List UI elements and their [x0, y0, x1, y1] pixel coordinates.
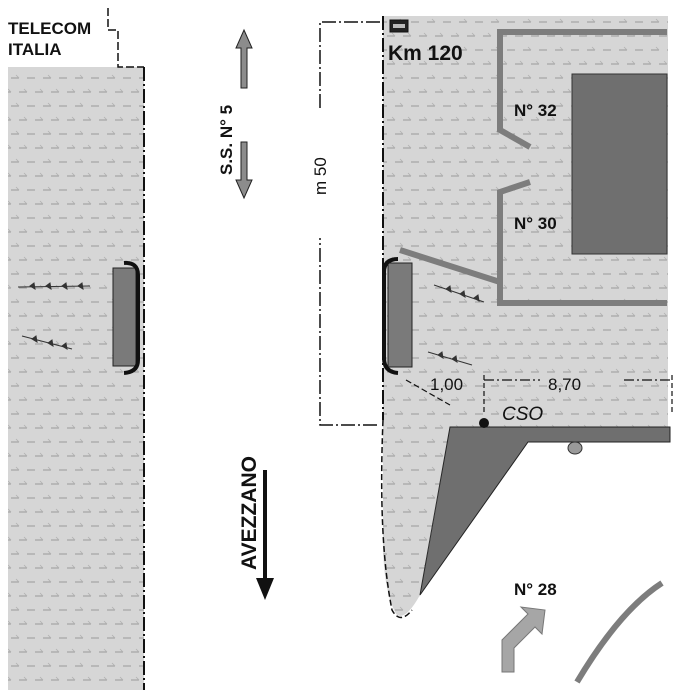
left-bench-bracket [123, 260, 140, 375]
left-boundary-line [107, 8, 144, 68]
left-ticks [17, 282, 91, 350]
company-label-line2: ITALIA [8, 40, 62, 59]
width-dimensions: 1,00 8,70 [405, 375, 673, 412]
km-label: Km 120 [388, 42, 463, 65]
right-curb-curve [380, 419, 413, 619]
distance-label: m 50 [311, 157, 330, 195]
house-28-boundary [574, 580, 664, 684]
manhole-cover [567, 441, 583, 455]
right-bench [387, 262, 413, 368]
road-label: S.S. N° 5 [217, 105, 236, 175]
access-arrow-icon [501, 606, 546, 673]
road-indicator: S.S. N° 5 [217, 28, 253, 200]
house-28-area: N° 28 [501, 580, 664, 684]
right-bench-bracket [382, 257, 399, 375]
cso-point-icon [479, 418, 489, 428]
left-sidewalk: TELECOM ITALIA [8, 8, 145, 690]
cso-label: CSO [502, 404, 543, 425]
property-boundaries [399, 29, 667, 306]
dimension-left-label: 1,00 [430, 375, 463, 394]
direction-arrow-icon [256, 578, 274, 600]
left-bench [112, 267, 137, 367]
direction-indicator: AVEZZANO [238, 456, 274, 600]
house-number-30: N° 30 [514, 214, 557, 233]
dimension-right-label: 8,70 [548, 375, 581, 394]
building-main [571, 73, 668, 255]
right-ticks [427, 284, 485, 366]
house-number-28: N° 28 [514, 580, 557, 599]
house-number-32: N° 32 [514, 101, 557, 120]
road-arrow-down-icon [235, 141, 253, 200]
distance-dimension: m 50 [306, 21, 380, 426]
direction-label: AVEZZANO [238, 456, 261, 570]
traffic-island [419, 426, 671, 596]
left-pavement [8, 67, 144, 690]
right-sidewalk: Km 120 N° 32 N° 30 1,00 8,70 [380, 16, 673, 619]
road-arrow-up-icon [235, 28, 253, 89]
company-label-line1: TELECOM [8, 19, 91, 38]
